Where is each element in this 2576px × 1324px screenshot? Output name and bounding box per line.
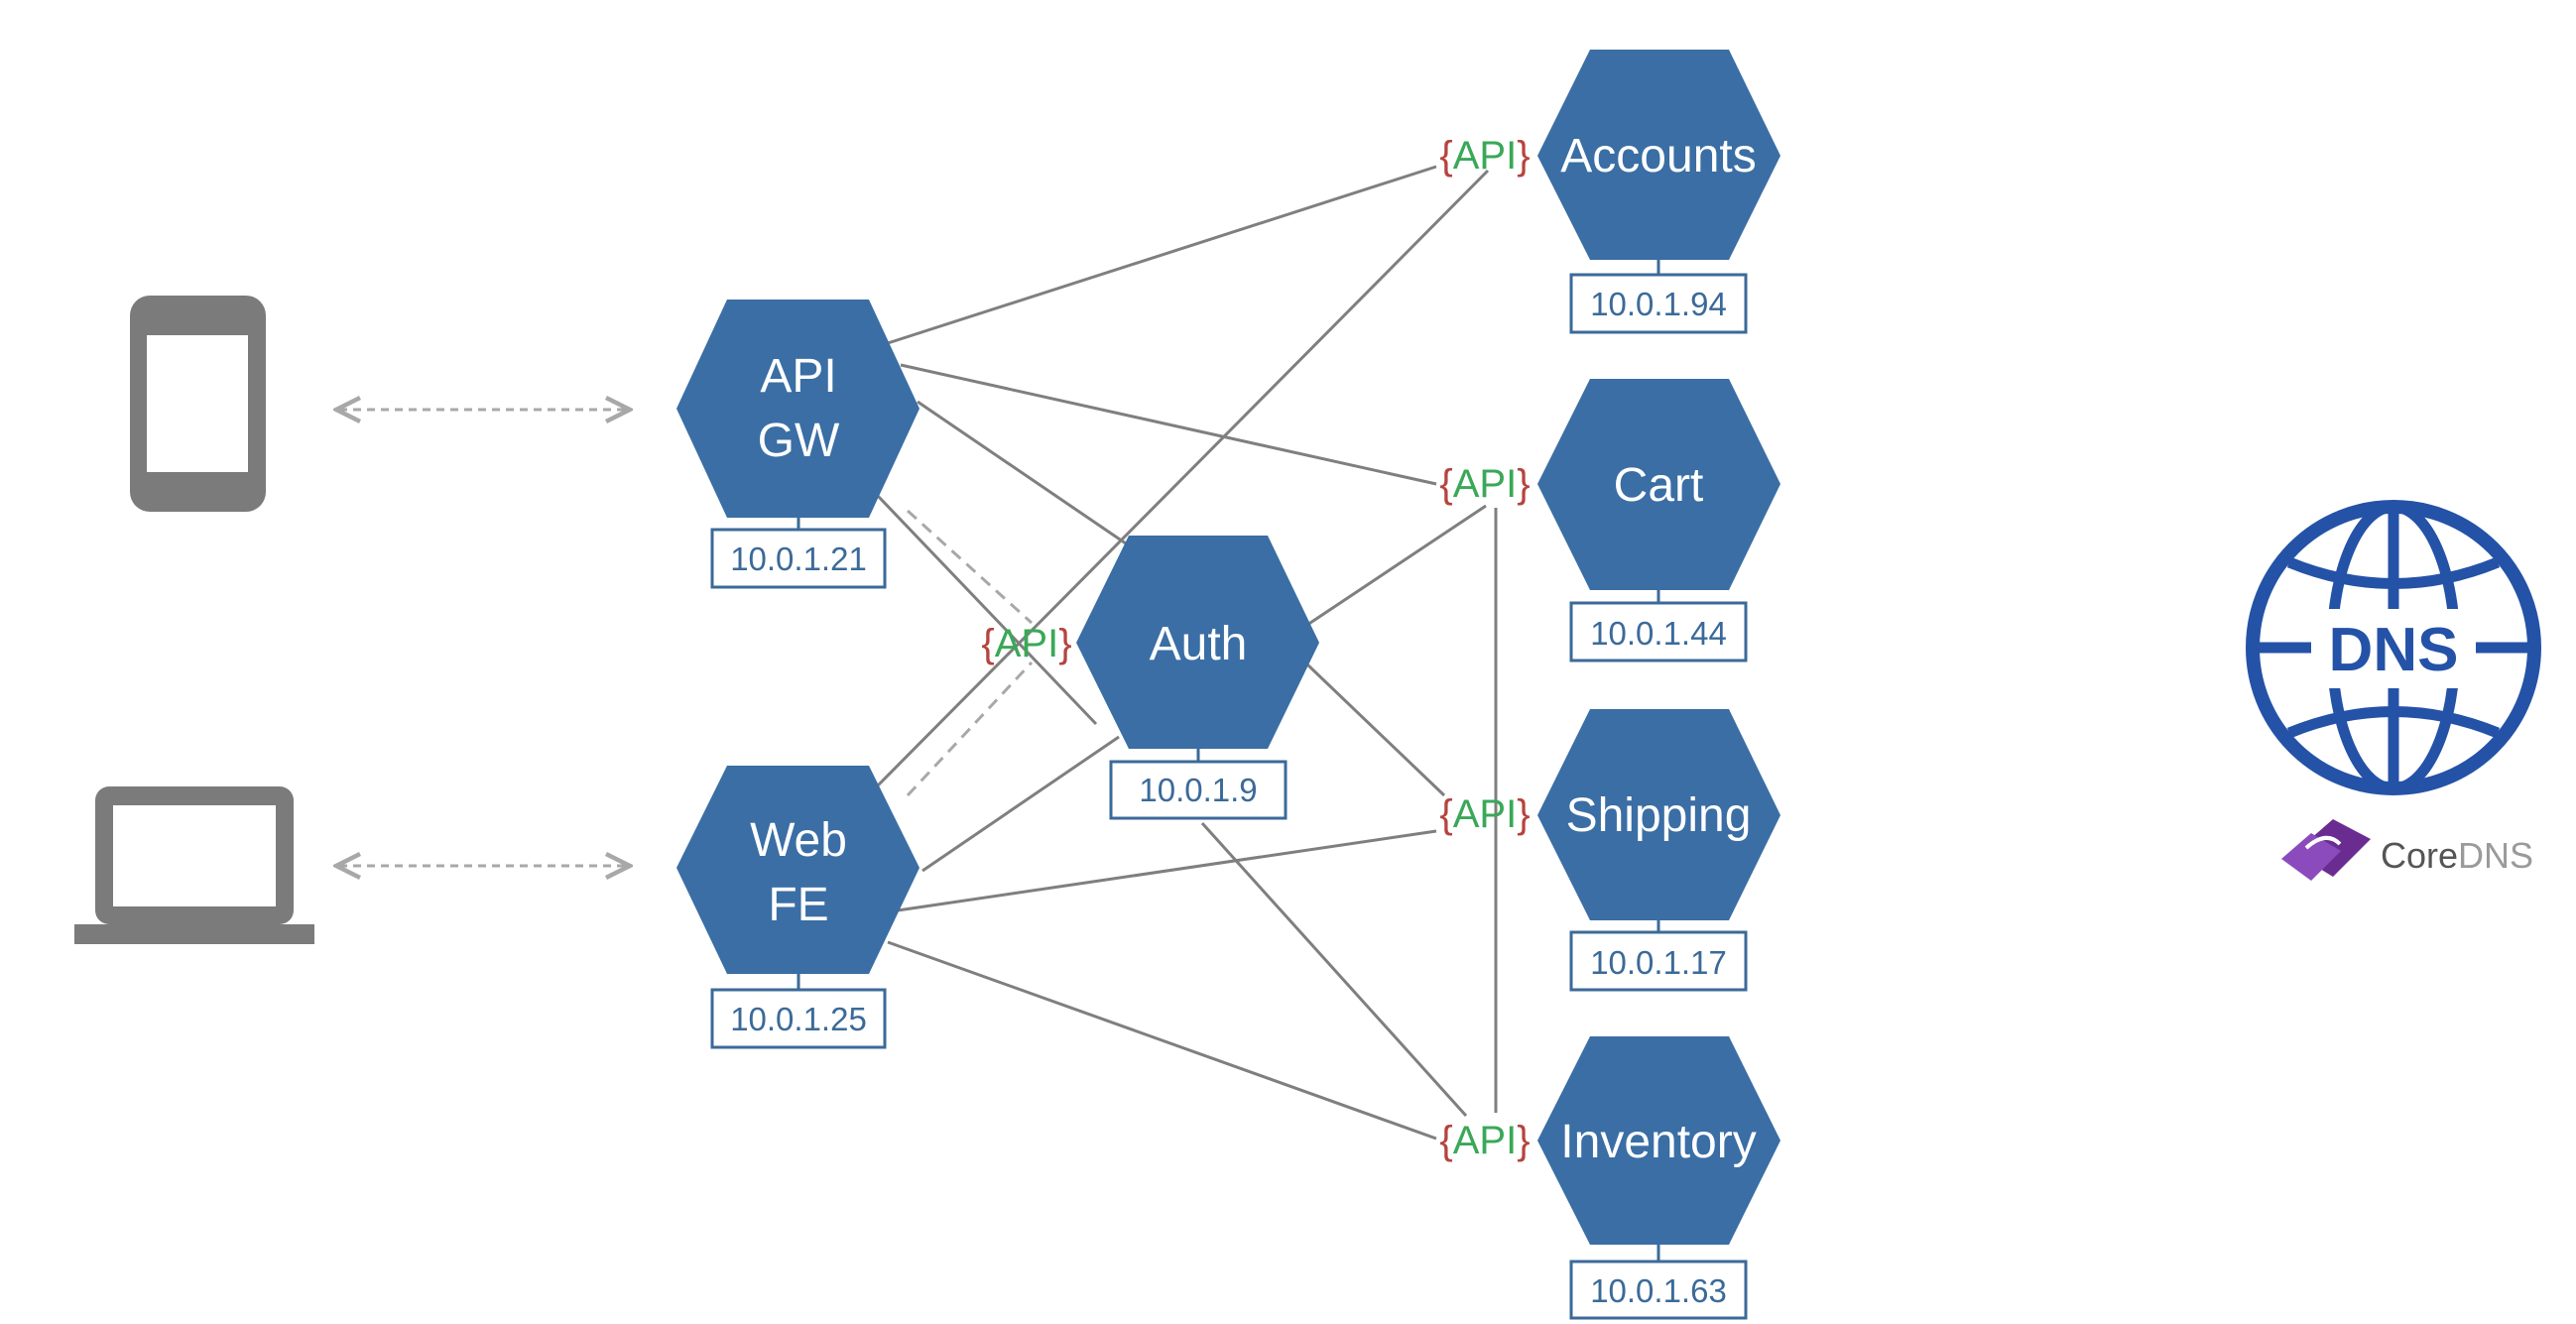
inventory-ip-box: 10.0.1.63: [1569, 1260, 1748, 1320]
web-fe-ip-box: 10.0.1.25: [710, 988, 887, 1049]
api-gw-ip: 10.0.1.21: [730, 541, 867, 577]
api-gw-ip-box: 10.0.1.21: [710, 528, 887, 589]
shipping-ip: 10.0.1.17: [1590, 944, 1727, 981]
cart-ip: 10.0.1.44: [1590, 615, 1727, 652]
shipping-ip-box: 10.0.1.17: [1569, 930, 1748, 992]
shipping-node[interactable]: Shipping: [1537, 709, 1780, 920]
web-fe-node[interactable]: Web FE: [676, 766, 920, 974]
cart-ip-box: 10.0.1.44: [1569, 601, 1748, 662]
web-fe-label-line2: FE: [768, 879, 828, 931]
inventory-ip: 10.0.1.63: [1590, 1272, 1727, 1309]
api-tag-cart: {API}: [1439, 462, 1530, 506]
auth-node[interactable]: Auth: [1076, 536, 1319, 749]
auth-label: Auth: [1150, 618, 1248, 670]
api-gw-label-line1: API: [760, 350, 836, 403]
accounts-ip: 10.0.1.94: [1590, 286, 1727, 322]
accounts-node[interactable]: Accounts: [1537, 50, 1780, 260]
dns-badge-text: DNS: [2329, 616, 2459, 684]
web-fe-label-line1: Web: [750, 814, 847, 867]
cart-label: Cart: [1614, 459, 1704, 512]
svg-text:{API}: {API}: [1439, 1119, 1530, 1162]
svg-text:{API}: {API}: [981, 622, 1071, 665]
cart-node[interactable]: Cart: [1537, 379, 1780, 590]
svg-text:{API}: {API}: [1439, 134, 1530, 178]
auth-ip: 10.0.1.9: [1139, 772, 1257, 808]
auth-ip-box: 10.0.1.9: [1109, 760, 1288, 820]
api-gw-node[interactable]: API GW: [676, 300, 920, 518]
svg-text:{API}: {API}: [1439, 462, 1530, 506]
accounts-label: Accounts: [1560, 130, 1756, 182]
api-tag-inventory: {API}: [1439, 1119, 1530, 1162]
api-tag-accounts: {API}: [1439, 134, 1530, 178]
service-links: [876, 165, 1498, 1141]
api-tag-shipping: {API}: [1439, 792, 1530, 836]
dashed-links: [906, 509, 1034, 797]
api-gw-label-line2: GW: [758, 415, 840, 467]
coredns-brand: CoreDNS: [2381, 835, 2533, 876]
web-fe-ip: 10.0.1.25: [730, 1001, 867, 1037]
laptop-icon: [74, 786, 314, 944]
api-tag-auth: {API}: [981, 622, 1071, 665]
tablet-icon: [130, 296, 266, 512]
svg-text:{API}: {API}: [1439, 792, 1530, 836]
shipping-label: Shipping: [1566, 789, 1752, 842]
inventory-node[interactable]: Inventory: [1537, 1036, 1780, 1245]
accounts-ip-box: 10.0.1.94: [1569, 273, 1748, 334]
inventory-label: Inventory: [1560, 1116, 1756, 1168]
dns-globe-icon: [2246, 500, 2541, 795]
coredns-logo-icon: [2281, 819, 2371, 881]
